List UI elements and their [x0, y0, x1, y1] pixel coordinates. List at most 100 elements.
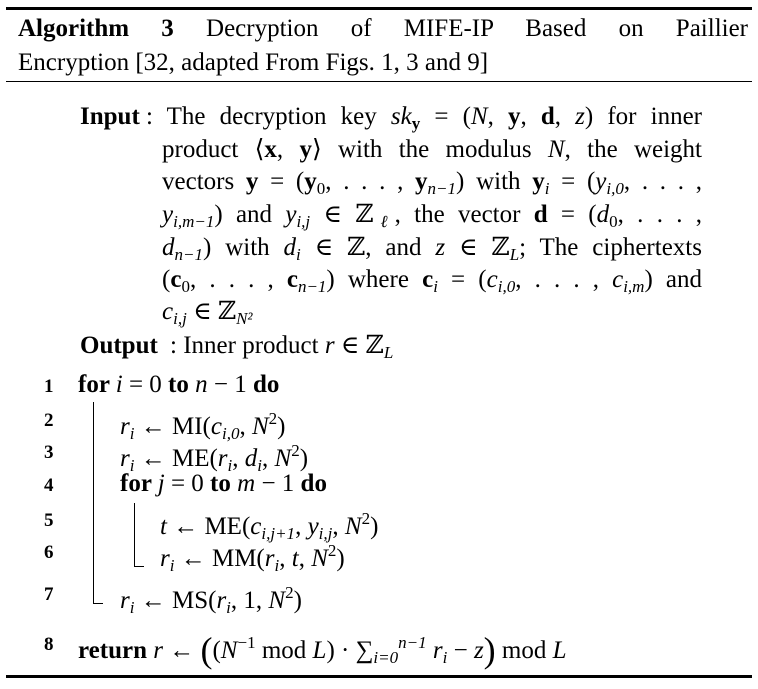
line-number: 5	[44, 510, 54, 531]
math-segment: return	[78, 637, 154, 664]
math-segment: i,m	[623, 277, 645, 296]
math-segment: i	[169, 556, 175, 575]
math-segment: z	[575, 103, 585, 130]
math-segment: d	[596, 201, 610, 228]
math-segment: = 0	[164, 470, 211, 497]
math-segment: n	[195, 371, 208, 398]
math-segment: The decryption key	[166, 103, 391, 130]
math-segment: ∈ ℤ, and	[300, 234, 436, 261]
math-segment: d	[283, 234, 297, 261]
math-segment: y	[162, 201, 174, 228]
math-segment: ← ME(	[134, 445, 218, 472]
line-number: 7	[44, 584, 54, 605]
math-segment: 0	[316, 179, 326, 198]
math-segment: ∑	[355, 637, 374, 664]
top-rule	[6, 7, 752, 10]
math-segment: c	[162, 298, 174, 325]
math-segment: n−1	[427, 179, 457, 198]
math-segment: i	[544, 179, 550, 198]
input-line: vectors y = (y0, . . . , yn−1) with yi =…	[162, 167, 702, 204]
inner-loop-bar	[134, 503, 136, 567]
math-segment: , the weight	[564, 136, 702, 163]
math-segment: i	[115, 371, 123, 398]
math-segment: i,j	[296, 212, 311, 231]
math-segment: , . . . ,	[623, 168, 702, 195]
math-segment: ,	[520, 103, 541, 130]
math-segment: c	[422, 266, 434, 293]
math-segment: y	[411, 114, 421, 133]
math-segment: y	[307, 513, 319, 540]
math-segment: c	[486, 266, 498, 293]
math-segment: ⟩ with the modulus	[311, 136, 548, 163]
math-segment: mod	[255, 637, 313, 664]
math-segment: i	[129, 598, 135, 617]
math-segment: t	[160, 513, 167, 540]
math-segment: r	[120, 445, 130, 472]
math-segment: y	[532, 168, 545, 195]
math-segment: c	[210, 413, 222, 440]
math-segment: product ⟨	[162, 136, 265, 163]
math-segment: y	[507, 103, 521, 130]
line-number: 6	[44, 542, 54, 563]
math-segment: n−1	[174, 245, 203, 264]
math-segment: d	[162, 234, 175, 261]
math-segment: ,	[239, 413, 252, 440]
math-segment: 2	[361, 509, 371, 528]
line-number: 8	[44, 634, 54, 655]
math-segment: , . . . ,	[617, 201, 703, 228]
math-segment: d	[244, 445, 258, 472]
math-segment: , . . . ,	[325, 168, 416, 195]
math-segment: for	[120, 470, 158, 497]
math-segment: − 1	[255, 470, 301, 497]
line-number: 4	[44, 475, 54, 496]
math-segment: = (	[437, 266, 487, 293]
math-segment: )	[336, 545, 345, 572]
math-segment: L	[552, 637, 567, 664]
math-segment: ,	[298, 545, 312, 572]
math-segment: y	[245, 168, 259, 195]
math-segment: 0	[609, 212, 618, 231]
math-segment: i=0	[373, 648, 399, 667]
math-segment: i,j+1	[261, 524, 296, 543]
algorithm-step: for i = 0 to n − 1 do	[78, 370, 279, 400]
math-segment: z	[435, 234, 446, 261]
math-segment: N	[344, 513, 362, 540]
math-segment: m	[237, 470, 256, 497]
math-segment: ,	[276, 136, 300, 163]
math-segment: ) and	[214, 201, 286, 228]
math-segment: y	[285, 201, 297, 228]
math-segment: : Inner product	[170, 332, 325, 359]
math-segment: N	[547, 136, 565, 163]
math-segment: ← MM(	[174, 545, 265, 572]
algorithm-step: ri ← MM(ri, t, N2)	[160, 536, 345, 581]
math-segment: i	[296, 245, 301, 264]
math-segment: :	[146, 103, 167, 130]
algorithm-step: ri ← ME(ri, di, N2)	[120, 436, 308, 481]
math-segment: i,j	[173, 309, 187, 328]
math-segment: = (	[549, 168, 596, 195]
math-segment: ) ·	[326, 637, 356, 664]
algorithm-step: ri ← MI(ci,0, N2)	[120, 404, 285, 449]
math-segment: i,0	[497, 277, 516, 296]
math-segment: i,0	[221, 424, 240, 443]
math-segment: mod	[495, 637, 553, 664]
input-line: product ⟨x, y⟩ with the modulus N, the w…	[162, 135, 702, 165]
math-segment: i,m−1	[173, 212, 215, 231]
math-segment: 2	[291, 441, 300, 460]
math-segment: i,0	[606, 179, 624, 198]
math-segment: ← MI(	[134, 413, 211, 440]
math-segment: N	[470, 103, 488, 130]
math-segment: −	[447, 637, 474, 664]
math-segment: n−1	[398, 633, 427, 652]
math-segment: = (	[547, 201, 597, 228]
math-segment: ←	[162, 637, 201, 664]
math-segment: c	[170, 266, 182, 293]
math-segment: r	[153, 637, 163, 664]
algorithm-title-line1: Decryption of MIFE-IP Based on Paillier	[206, 15, 749, 42]
math-segment: L	[509, 245, 520, 264]
math-segment: i	[226, 598, 231, 617]
math-segment: z	[473, 637, 484, 664]
input-label: Input	[80, 103, 140, 130]
math-segment: )	[299, 445, 309, 472]
math-segment: r	[160, 545, 170, 572]
